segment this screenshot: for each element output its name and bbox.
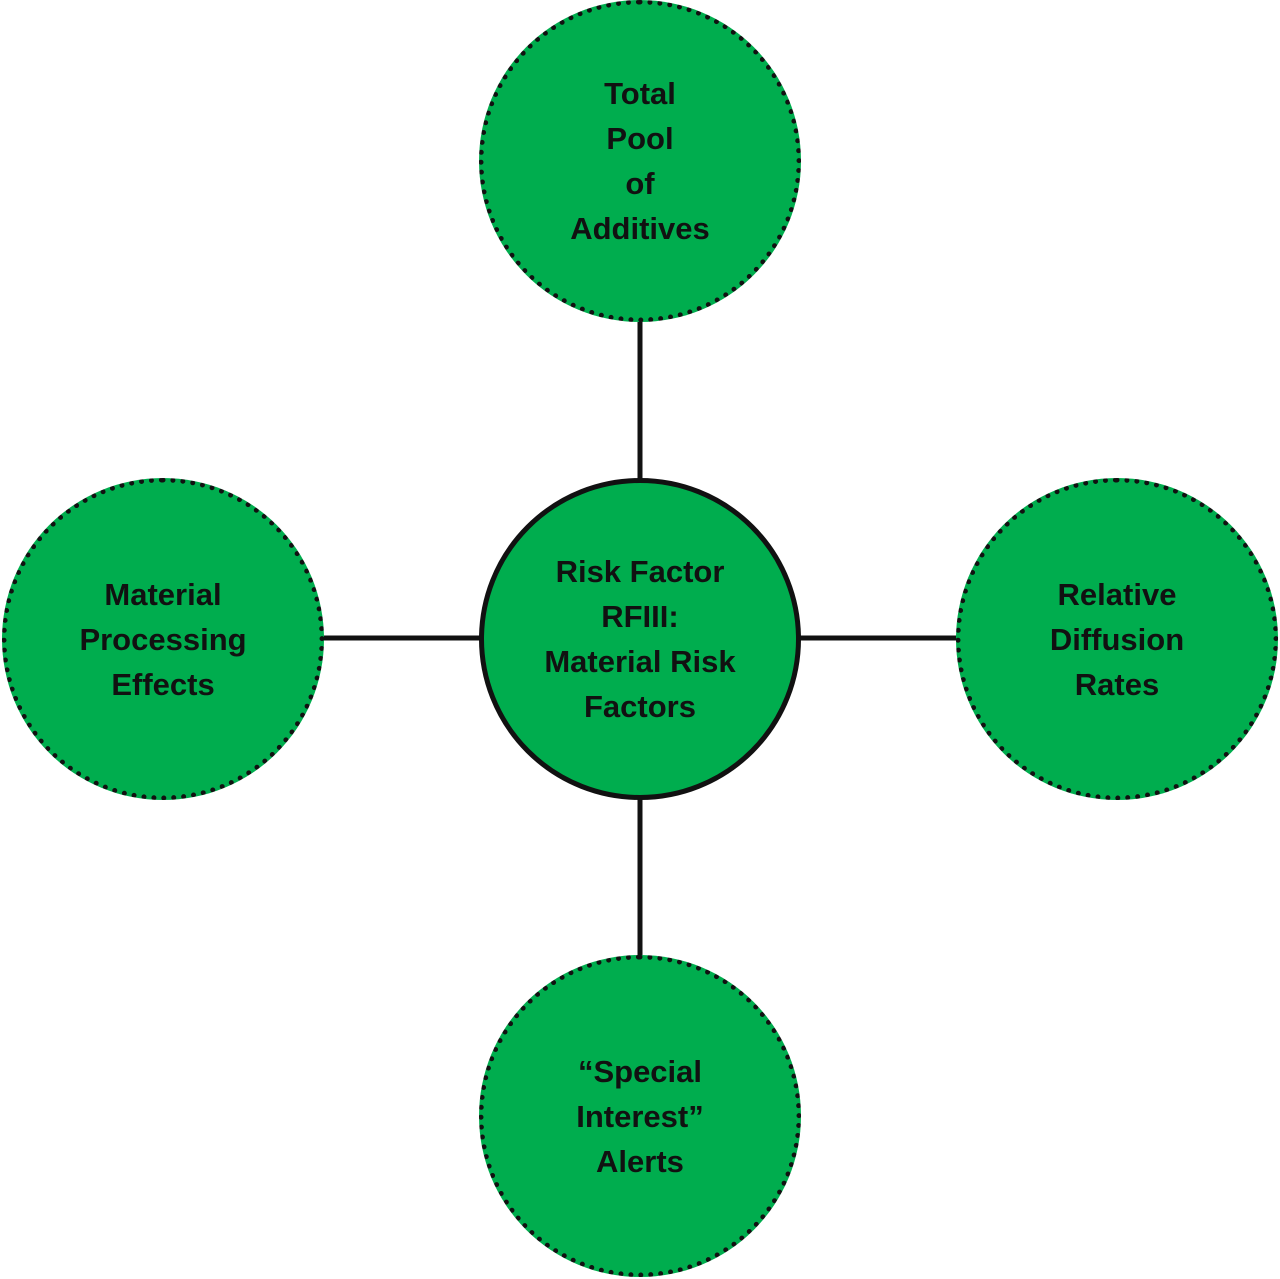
node-label-line: Additives: [570, 211, 710, 246]
node-special-interest-alerts: “Special Interest” Alerts: [479, 955, 801, 1277]
node-risk-factor-center: Risk Factor RFIII: Material Risk Factors: [479, 478, 801, 800]
node-label-line: Factors: [584, 689, 696, 724]
node-label-line: Interest”: [576, 1098, 704, 1134]
node-label: Material Processing Effects: [79, 572, 246, 707]
node-label: “Special Interest” Alerts: [576, 1049, 703, 1184]
node-relative-diffusion-rates: Relative Diffusion Rates: [956, 478, 1278, 800]
node-label: Total Pool of Additives: [570, 71, 710, 251]
node-label-line: Diffusion: [1049, 621, 1185, 657]
node-label: Risk Factor RFIII: Material Risk Factors: [544, 549, 735, 729]
node-label-line: RFIII:: [601, 599, 679, 634]
node-material-processing-effects: Material Processing Effects: [2, 478, 324, 800]
node-label-line: “Special: [577, 1053, 703, 1089]
node-total-pool-of-additives: Total Pool of Additives: [479, 0, 801, 322]
node-label-line: Processing: [79, 621, 247, 657]
node-label-line: Risk Factor: [555, 554, 725, 589]
node-label: Relative Diffusion Rates: [1050, 572, 1184, 707]
node-label-line: Material: [104, 576, 222, 612]
node-label-line: Effects: [111, 666, 215, 702]
node-label-line: Total: [604, 76, 676, 111]
node-label-line: Rates: [1074, 666, 1160, 702]
node-label-line: Alerts: [596, 1143, 684, 1179]
node-label-line: Relative: [1057, 576, 1177, 612]
node-label-line: Pool: [606, 121, 674, 156]
node-label-line: of: [625, 166, 655, 201]
node-label-line: Material Risk: [544, 644, 736, 679]
